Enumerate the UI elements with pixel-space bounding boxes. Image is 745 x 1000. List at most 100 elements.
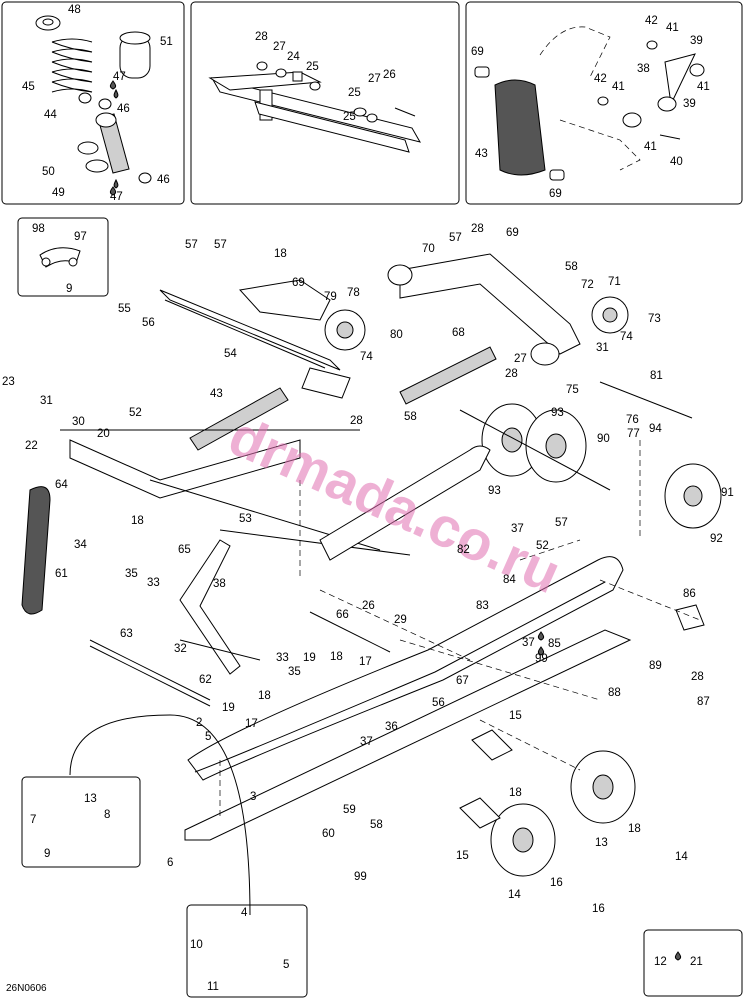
callout-92: 92 xyxy=(710,533,723,545)
callout-99: 99 xyxy=(535,653,548,665)
callout-41: 41 xyxy=(666,22,679,34)
callout-38: 38 xyxy=(637,63,650,75)
callout-37: 37 xyxy=(522,637,535,649)
callout-32: 32 xyxy=(174,643,187,655)
callout-48: 48 xyxy=(68,4,81,16)
callout-55: 55 xyxy=(118,303,131,315)
bracket-97-drawing xyxy=(39,247,81,268)
callout-61: 61 xyxy=(55,568,68,580)
callout-25: 25 xyxy=(348,87,361,99)
callout-77: 77 xyxy=(627,428,640,440)
callout-39: 39 xyxy=(683,98,696,110)
callout-68: 68 xyxy=(452,327,465,339)
callout-73: 73 xyxy=(648,313,661,325)
callout-35: 35 xyxy=(125,568,138,580)
shock-detail-frame xyxy=(1,1,185,205)
callout-23: 23 xyxy=(2,376,15,388)
callout-20: 20 xyxy=(97,428,110,440)
callout-17: 17 xyxy=(245,718,258,730)
callout-28: 28 xyxy=(255,31,268,43)
callout-50: 50 xyxy=(42,166,55,178)
suspension-assembly-drawing xyxy=(21,253,722,916)
rear-shock-drawing xyxy=(474,26,705,181)
callout-86: 86 xyxy=(683,588,696,600)
callout-69: 69 xyxy=(292,277,305,289)
callout-79: 79 xyxy=(324,291,337,303)
callout-37: 37 xyxy=(511,523,524,535)
callout-72: 72 xyxy=(581,279,594,291)
callout-30: 30 xyxy=(72,416,85,428)
callout-18: 18 xyxy=(274,248,287,260)
small-detail-frame-6 xyxy=(21,776,141,868)
callout-56: 56 xyxy=(142,317,155,329)
callout-2: 2 xyxy=(196,717,202,729)
callout-57: 57 xyxy=(555,517,568,529)
callout-75: 75 xyxy=(566,384,579,396)
callout-69: 69 xyxy=(549,188,562,200)
callout-81: 81 xyxy=(650,370,663,382)
callout-74: 74 xyxy=(620,331,633,343)
callout-42: 42 xyxy=(594,73,607,85)
small-detail-frame-10 xyxy=(186,904,308,998)
callout-90: 90 xyxy=(597,433,610,445)
callout-64: 64 xyxy=(55,479,68,491)
callout-62: 62 xyxy=(199,674,212,686)
callout-65: 65 xyxy=(178,544,191,556)
callout-31: 31 xyxy=(596,342,609,354)
callout-33: 33 xyxy=(276,652,289,664)
callout-45: 45 xyxy=(22,81,35,93)
callout-18: 18 xyxy=(509,787,522,799)
callout-26: 26 xyxy=(362,600,375,612)
callout-19: 19 xyxy=(303,652,316,664)
callout-71: 71 xyxy=(608,276,621,288)
callout-41: 41 xyxy=(644,141,657,153)
lubricant-drops xyxy=(109,80,682,961)
callout-69: 69 xyxy=(471,46,484,58)
callout-28: 28 xyxy=(350,415,363,427)
oil-drop-icon-85 xyxy=(537,631,545,641)
callout-12: 12 xyxy=(654,956,667,968)
callout-15: 15 xyxy=(509,710,522,722)
callout-60: 60 xyxy=(322,828,335,840)
small-detail-frame-97 xyxy=(17,217,109,297)
callout-41: 41 xyxy=(612,81,625,93)
callout-85: 85 xyxy=(548,638,561,650)
diagram-code: 26N0606 xyxy=(6,983,47,994)
callout-82: 82 xyxy=(457,544,470,556)
callout-7: 7 xyxy=(30,814,36,826)
callout-25: 25 xyxy=(306,61,319,73)
callout-26: 26 xyxy=(383,69,396,81)
callout-78: 78 xyxy=(347,287,360,299)
callout-46: 46 xyxy=(157,174,170,186)
callout-89: 89 xyxy=(649,660,662,672)
callout-51: 51 xyxy=(160,36,173,48)
callout-63: 63 xyxy=(120,628,133,640)
callout-18: 18 xyxy=(258,690,271,702)
callout-58: 58 xyxy=(404,411,417,423)
callout-4: 4 xyxy=(241,907,248,919)
callout-16: 16 xyxy=(592,903,605,915)
callout-59: 59 xyxy=(343,804,356,816)
callout-84: 84 xyxy=(503,574,516,586)
callout-57: 57 xyxy=(449,232,462,244)
callout-27: 27 xyxy=(273,41,286,53)
callout-91: 91 xyxy=(721,487,734,499)
callout-93: 93 xyxy=(488,485,501,497)
front-arm-drawing xyxy=(208,61,422,153)
callout-10: 10 xyxy=(190,939,203,951)
callout-16: 16 xyxy=(550,877,563,889)
callout-22: 22 xyxy=(25,440,38,452)
callout-37: 37 xyxy=(360,736,373,748)
callout-36: 36 xyxy=(385,721,398,733)
callout-33: 33 xyxy=(147,577,160,589)
callout-57: 57 xyxy=(214,239,227,251)
callout-46: 46 xyxy=(117,103,130,115)
callout-27: 27 xyxy=(368,73,381,85)
callout-18: 18 xyxy=(628,823,641,835)
callout-47: 47 xyxy=(113,71,126,83)
callout-97: 97 xyxy=(74,231,87,243)
shock-spring-drawing xyxy=(35,15,152,189)
callout-54: 54 xyxy=(224,348,237,360)
callout-40: 40 xyxy=(670,156,683,168)
callout-94: 94 xyxy=(649,423,662,435)
